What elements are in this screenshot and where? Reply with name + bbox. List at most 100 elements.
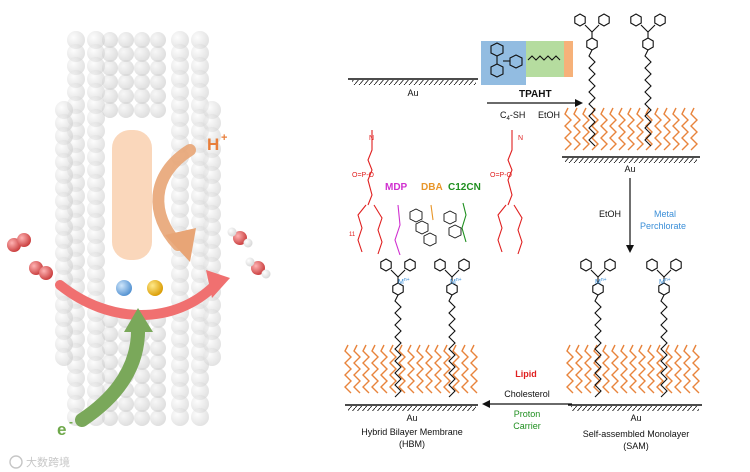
copper-ion-icon [116, 280, 132, 296]
amine-left: N [369, 135, 374, 142]
tpaht-structure [490, 42, 561, 78]
lipid-sphere [134, 368, 150, 384]
lipid-sphere [118, 88, 134, 104]
alkyl-chain [584, 344, 592, 394]
lipid-sphere [55, 205, 73, 223]
alkyl-chain [452, 344, 460, 394]
lipid-sphere [171, 395, 189, 413]
alkyl-chain [600, 107, 608, 151]
lipid-sphere [55, 322, 73, 340]
proton-charge: + [221, 132, 227, 144]
arrow-sam-to-hbm: Lipid Cholesterol Proton Carrier [482, 369, 572, 431]
etoh-top-label: EtOH [538, 110, 560, 120]
lipid-sphere [55, 127, 73, 145]
lipid-sphere [87, 278, 105, 296]
alkyl-chain [647, 344, 655, 394]
lipid-sphere [191, 382, 209, 400]
lipid-sphere [134, 396, 150, 412]
cholesterol-label: Cholesterol [504, 389, 550, 399]
alkyl-chain [398, 344, 406, 394]
pyridine-ring-icon [434, 258, 446, 272]
lipid-sphere [150, 102, 166, 118]
lipid-sphere [150, 74, 166, 90]
lipid-sphere [171, 369, 189, 387]
alkyl-chain [663, 107, 671, 151]
sam-bottom-assembly: Au Self-assembled Monolayer (SAM) [566, 258, 702, 451]
lipid-sphere [150, 368, 166, 384]
pyridine-ring-icon [458, 258, 470, 272]
lipid-sphere [102, 410, 118, 426]
watermark-text: 大数跨境 [26, 455, 70, 469]
lipid-sphere [171, 265, 189, 283]
lipid-sphere [150, 396, 166, 412]
gold-ion-icon [147, 280, 163, 296]
lipid-sphere [67, 70, 85, 88]
lipid-sphere [150, 326, 166, 342]
lipid-sphere [87, 174, 105, 192]
lipid-sphere [191, 83, 209, 101]
alkyl-chain [602, 344, 610, 394]
lipid-sphere [87, 369, 105, 387]
lipid-molecule-left [357, 130, 383, 255]
lipid-sphere [191, 44, 209, 62]
alkyl-chain [627, 107, 635, 151]
lipid-sphere [171, 252, 189, 270]
lipid-sphere [191, 31, 209, 49]
lipid-tail [373, 204, 383, 255]
au-top-label: Au [407, 88, 418, 98]
additive-structures [394, 202, 467, 256]
alkyl-chain [582, 107, 590, 151]
pyridine-ring-icon [646, 258, 658, 272]
lipid-sphere [171, 200, 189, 218]
lipid-sphere [55, 335, 73, 353]
lipid-sphere [203, 127, 221, 145]
metal-label: Metal [654, 209, 676, 219]
alkyl-chain [683, 344, 691, 394]
lipid-sphere [102, 340, 118, 356]
alkyl-tether [448, 294, 456, 398]
lipid-sphere [87, 343, 105, 361]
lipid-sphere [171, 408, 189, 426]
lipid-sphere [67, 369, 85, 387]
lipid-sphere [150, 382, 166, 398]
lipid-sphere [203, 309, 221, 327]
lipid-sphere [87, 44, 105, 62]
pyridine-ring-icon [404, 258, 416, 272]
alkyl-chain [416, 344, 424, 394]
lipid-sphere [87, 122, 105, 140]
lipid-headgroup [367, 130, 373, 206]
alkyl-chain [470, 344, 478, 394]
lipid-sphere [203, 153, 221, 171]
lipid-sphere [118, 410, 134, 426]
alkyl-chain [575, 344, 583, 394]
lipid-sphere [87, 70, 105, 88]
lipid-sphere [118, 74, 134, 90]
c12cn-label: C12CN [448, 182, 481, 193]
lipid-tail [513, 204, 523, 255]
lipid-sphere [171, 109, 189, 127]
lipid-sphere [171, 317, 189, 335]
alkyl-chain [611, 344, 619, 394]
lipid-sphere [150, 354, 166, 370]
tpaht-label: TPAHT [519, 89, 552, 100]
alkyl-chain [654, 107, 662, 151]
lipid-sphere [118, 60, 134, 76]
alkyl-chain [564, 107, 572, 151]
lipid-sphere [134, 102, 150, 118]
lipid-sphere [87, 109, 105, 127]
lipid-sphere [55, 166, 73, 184]
lipid-structures: N N O=P-O O=P-O 11 MDP DBA C12CN [349, 130, 523, 256]
lipid-sphere [87, 226, 105, 244]
alkyl-chain [353, 344, 361, 394]
lipid-sphere [87, 213, 105, 231]
lipid-sphere [87, 330, 105, 348]
lipid-sphere [150, 32, 166, 48]
lipid-sphere [55, 114, 73, 132]
lipid-sphere [87, 31, 105, 49]
lipid-sphere [134, 46, 150, 62]
lipid-sphere [87, 265, 105, 283]
lipid-headgroup [507, 130, 513, 206]
lipid-sphere [118, 396, 134, 412]
lipid-sphere [55, 153, 73, 171]
